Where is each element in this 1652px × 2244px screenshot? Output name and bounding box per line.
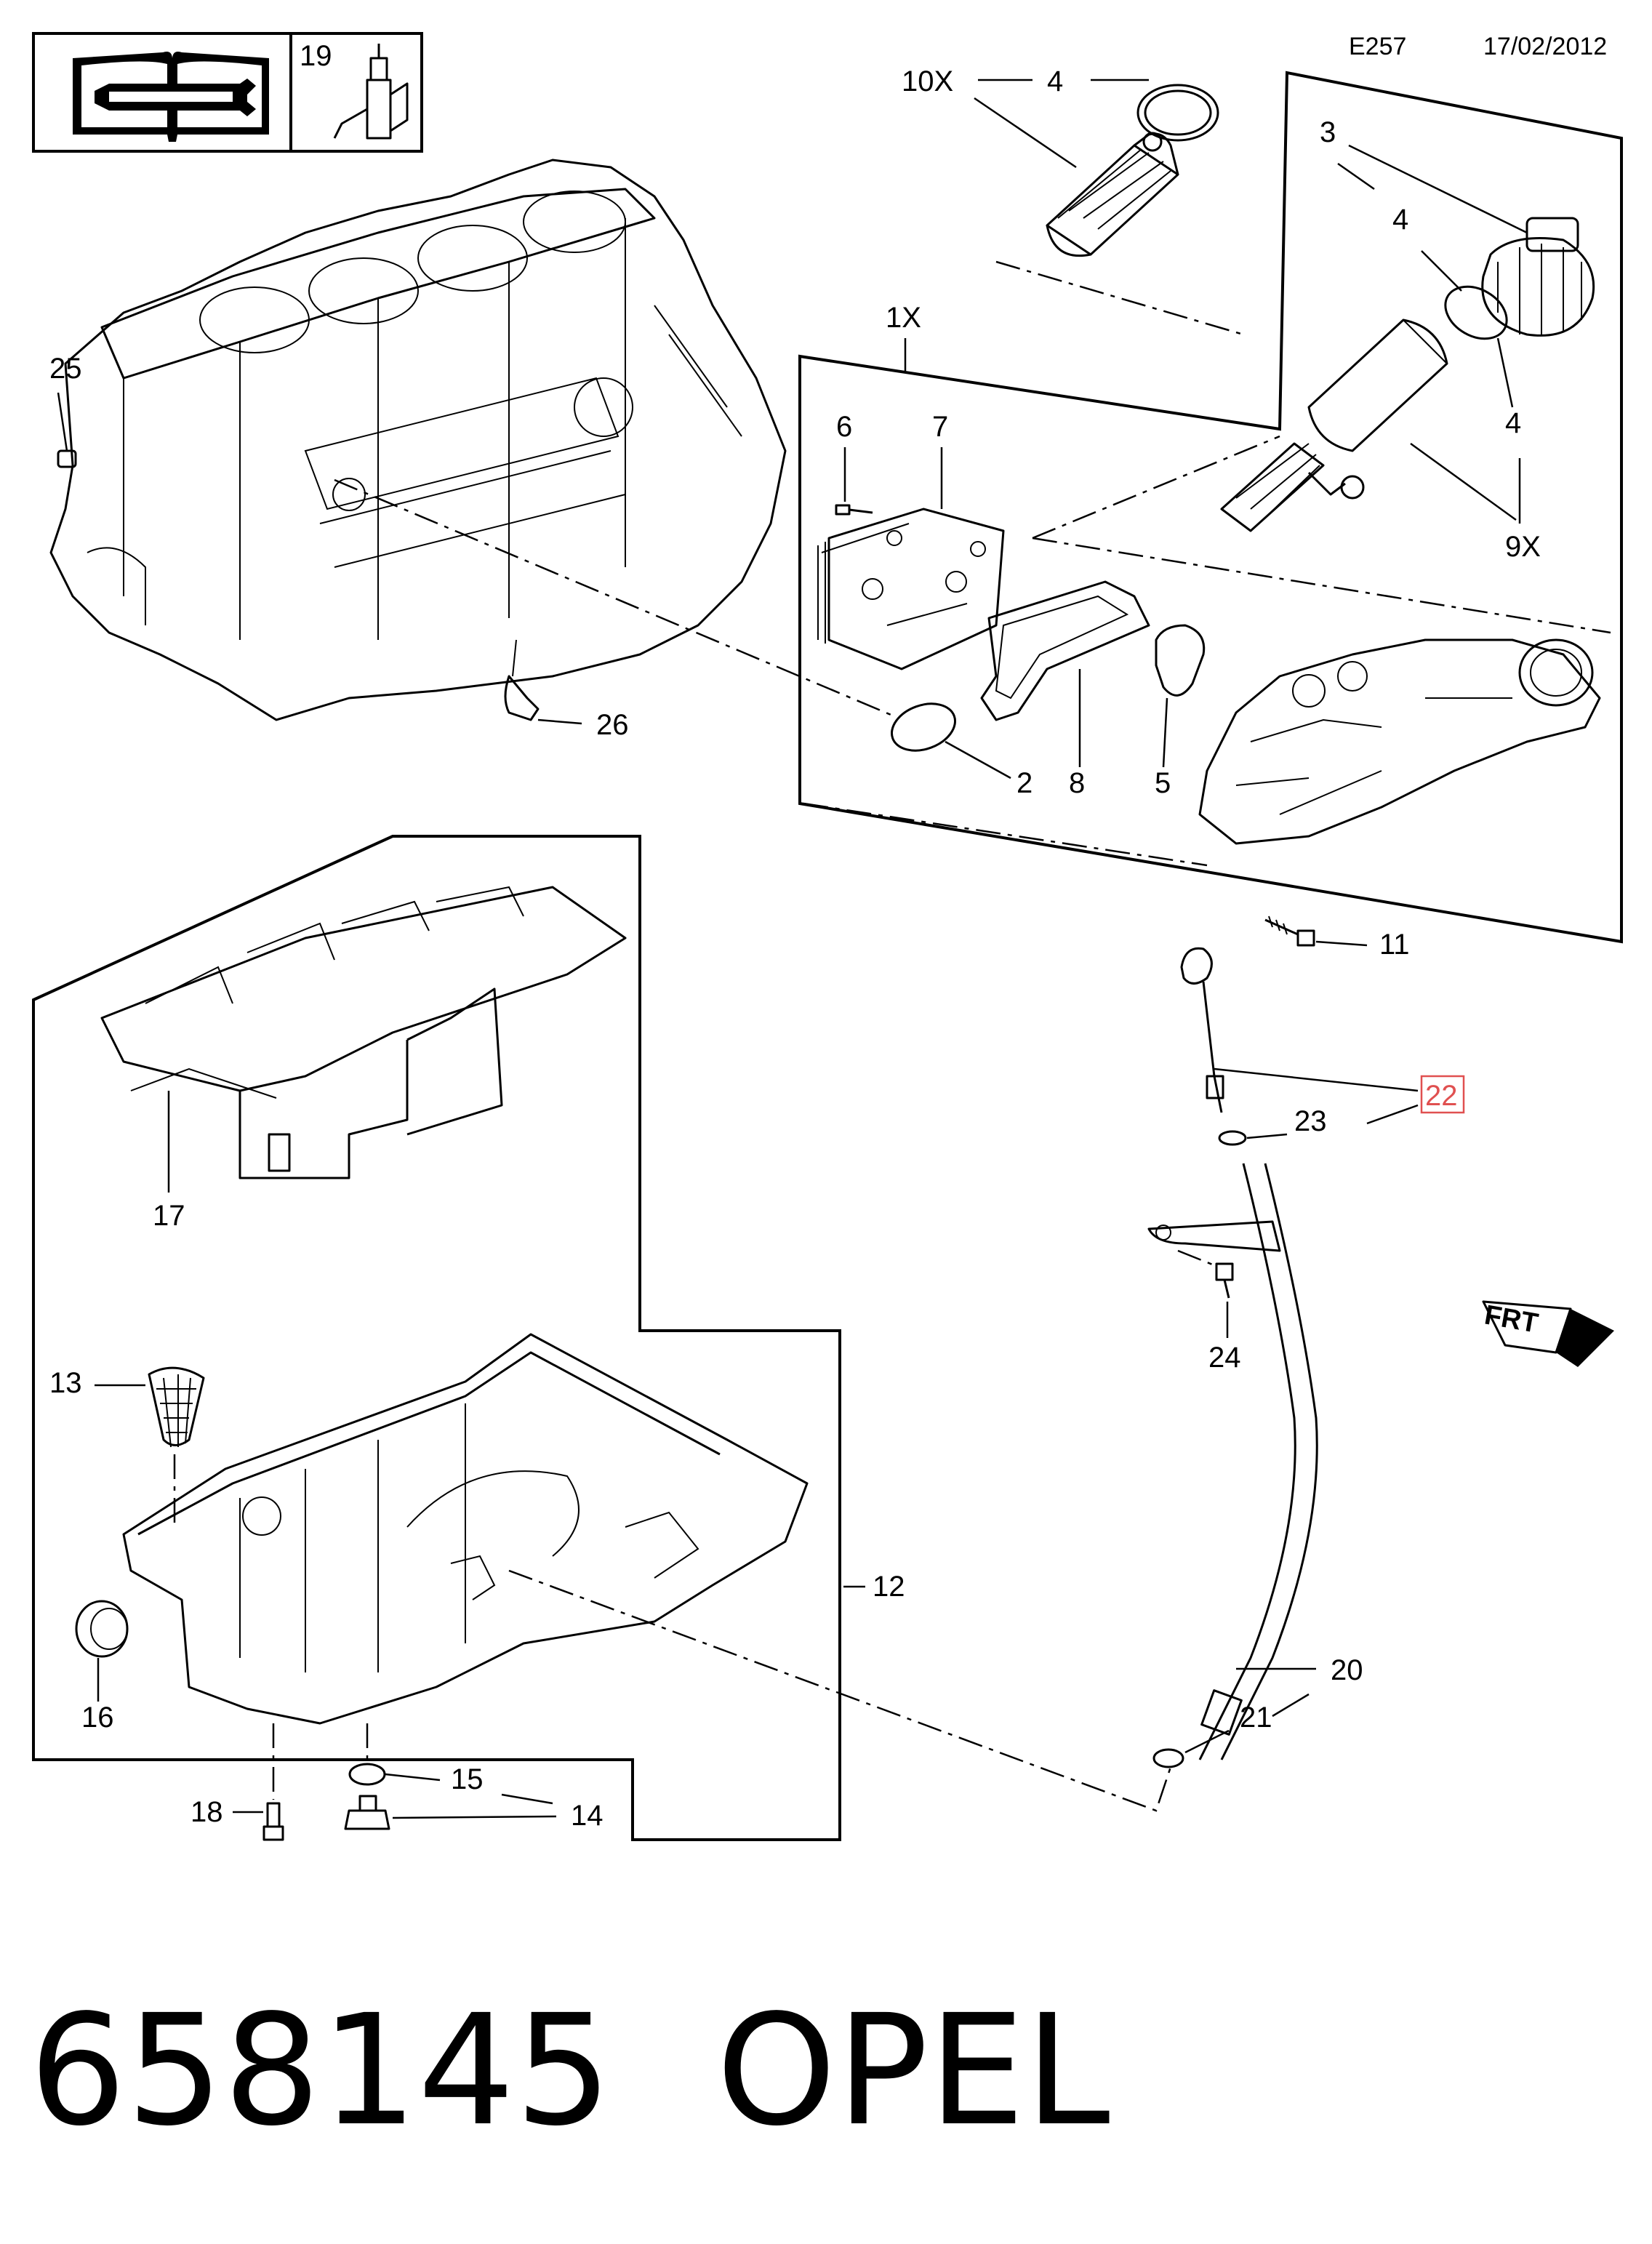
callout-5: 5	[1155, 767, 1171, 799]
part-25-plug	[57, 392, 77, 468]
seal-ring-21	[1152, 1748, 1184, 1768]
callout-20: 20	[1331, 1654, 1363, 1686]
seal-ring-4-right	[1444, 285, 1508, 340]
callout-4a: 4	[1047, 65, 1063, 97]
footer-part-number: 658145	[29, 1981, 612, 2160]
bolt-18	[262, 1802, 284, 1841]
part-26-sensor	[504, 639, 582, 725]
callout-11: 11	[1379, 929, 1410, 961]
lower-oil-pan	[122, 1333, 809, 1725]
callout-6: 6	[836, 411, 852, 443]
legend-box: 19	[32, 32, 423, 153]
diagram-date: 17/02/2012	[1483, 33, 1607, 60]
upper-oil-pan-baffle	[100, 886, 627, 1179]
seal-ring-23	[1218, 1130, 1247, 1146]
oil-cooler	[817, 508, 1005, 670]
kit-frame-1x	[798, 71, 1623, 944]
callout-21: 21	[1240, 1702, 1272, 1734]
callout-15: 15	[451, 1763, 484, 1795]
callout-7: 7	[932, 411, 948, 443]
callout-23: 23	[1294, 1105, 1327, 1137]
repair-manual-icon	[73, 52, 269, 142]
seal-ring-4-top	[1136, 84, 1219, 142]
callout-4c: 4	[1505, 407, 1521, 439]
bolt-6	[835, 504, 873, 516]
callout-17: 17	[153, 1200, 185, 1232]
gasket-8	[980, 580, 1150, 721]
seal-ring-16	[75, 1600, 129, 1658]
sealant-tube-icon	[333, 44, 409, 140]
diagram-code: E257	[1349, 33, 1406, 60]
front-direction-marker: FRT	[1482, 1300, 1614, 1367]
callout-26: 26	[596, 709, 629, 741]
oil-pan-frame	[32, 835, 841, 1841]
dipstick	[1180, 947, 1224, 1113]
callout-2: 2	[1017, 767, 1032, 799]
callout-1x: 1X	[886, 302, 921, 334]
filter-housing	[1198, 638, 1601, 845]
callout-24: 24	[1208, 1342, 1241, 1374]
callout-18: 18	[191, 1796, 223, 1828]
oil-strainer	[148, 1366, 205, 1448]
callout-10x: 10X	[902, 65, 953, 97]
filter-cap	[1481, 217, 1595, 337]
callout-25: 25	[49, 353, 82, 385]
callout-22: 22	[1425, 1080, 1458, 1112]
callout-4b: 4	[1392, 204, 1408, 236]
bolt-11	[1264, 915, 1315, 947]
dipstick-tube	[1147, 1163, 1318, 1760]
washer-15	[348, 1763, 386, 1786]
filter-element-9x	[1220, 318, 1448, 532]
oil-filter-cartridge	[1046, 132, 1179, 257]
callout-12: 12	[873, 1571, 905, 1603]
engine-block	[49, 159, 787, 721]
callout-13: 13	[49, 1367, 82, 1399]
drain-plug-14	[344, 1795, 390, 1830]
callout-8: 8	[1069, 767, 1085, 799]
callout-22-highlight	[1420, 1075, 1465, 1114]
callout-9x: 9X	[1505, 531, 1541, 563]
seal-ring-2	[890, 702, 957, 752]
callout-14: 14	[571, 1800, 604, 1832]
callout-16: 16	[81, 1702, 114, 1734]
callout-3: 3	[1320, 116, 1336, 148]
gasket-5	[1155, 624, 1206, 697]
footer-brand: OPEL	[716, 1981, 1110, 2160]
legend-adhesive-number: 19	[300, 40, 332, 72]
bolt-24	[1215, 1262, 1234, 1299]
